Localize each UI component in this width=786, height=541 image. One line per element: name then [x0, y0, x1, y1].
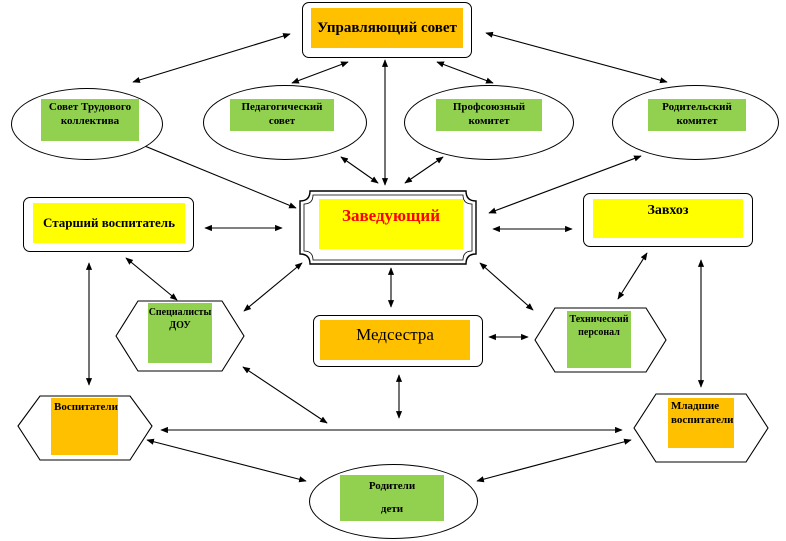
- arrow-supply-tech: [617, 252, 648, 300]
- head-label: Заведующий: [319, 199, 463, 249]
- specialists-label: Специалисты ДОУ: [148, 303, 212, 363]
- arrow-parentcommittee-head: [488, 155, 642, 214]
- arrow-junior-parents: [476, 438, 632, 483]
- arrow-specialists-down: [242, 366, 328, 424]
- parents-label: Родители: [368, 479, 416, 492]
- ped-council-label: Педагогический совет: [230, 99, 334, 131]
- tech-staff-label: Технический персонал: [567, 311, 631, 368]
- union-label: Профсоюзный комитет: [436, 99, 542, 131]
- arrow-council-parents-committee: [485, 31, 668, 84]
- council-label: Управляющий совет: [311, 8, 463, 48]
- teachers-label: Воспитатели: [51, 398, 118, 455]
- arrow-council-labor: [132, 33, 291, 83]
- arrow-head-tech: [479, 262, 534, 311]
- arrow-ped-head: [340, 156, 379, 184]
- arrow-union-head: [404, 156, 444, 184]
- supply-manager-label: Завхоз: [593, 199, 743, 238]
- nurse-label: Медсестра: [320, 320, 470, 360]
- children-label: дети: [380, 502, 404, 515]
- senior-teacher-label: Старший воспитатель: [33, 203, 185, 243]
- labor-council-label: Совет Трудового коллектива: [41, 99, 139, 141]
- arrow-council-ped: [291, 61, 349, 84]
- parents-children-box: Родители дети: [340, 475, 444, 521]
- arrow-teachers-parents: [146, 438, 307, 483]
- parent-committee-label: Родительский комитет: [648, 99, 746, 131]
- arrow-head-specialists: [243, 262, 303, 312]
- junior-teachers-label: Младшие воспитатели: [668, 398, 734, 448]
- arrow-senior-specialists: [125, 257, 178, 301]
- arrow-council-union: [436, 61, 494, 84]
